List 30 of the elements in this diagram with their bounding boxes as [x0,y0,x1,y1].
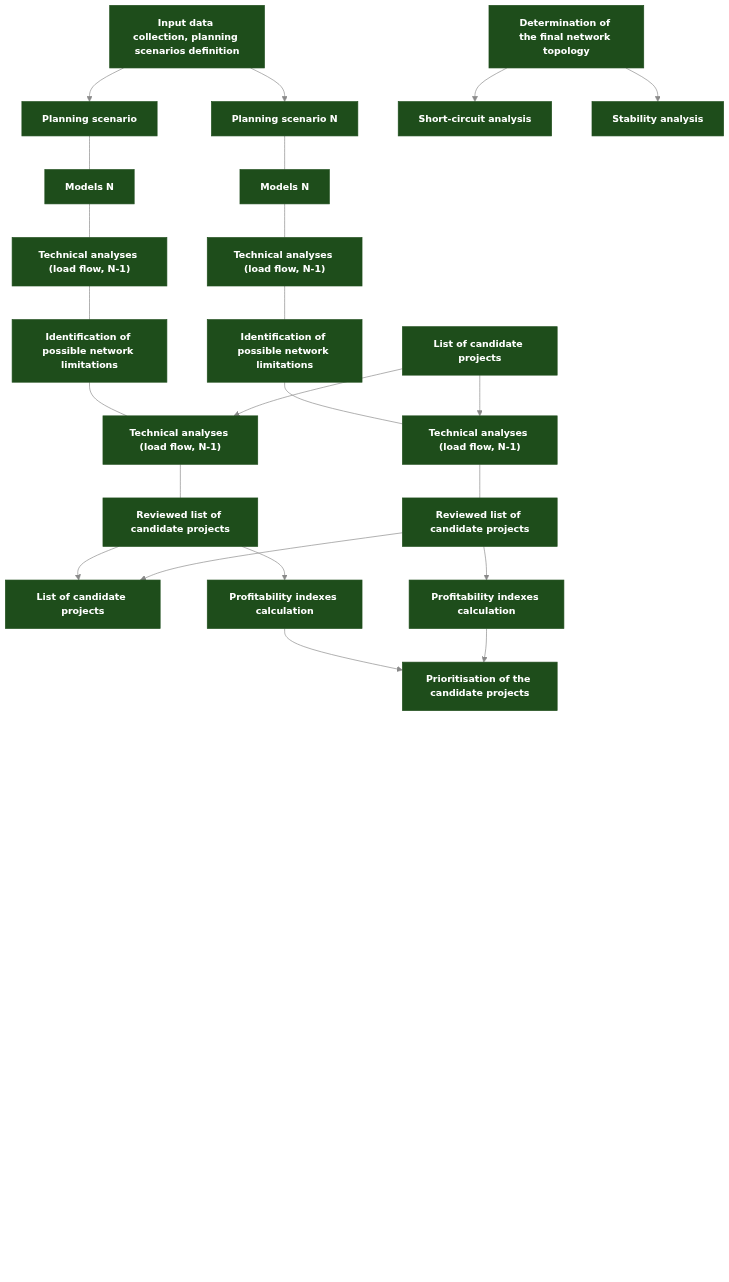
node-box: List of candidate projects [5,579,161,629]
connector [89,285,90,320]
connector [89,135,90,170]
connector [284,135,285,170]
node-box: Technical analyses (load flow, N-1) [206,237,363,287]
node-box: Models N [239,169,330,205]
connector [284,381,403,425]
node-box: Input data collection, planning scenarios definition [109,5,265,69]
node-box: Reviewed list of candidate projects [402,497,558,547]
node-box: Technical analyses (load flow, N-1) [102,415,259,465]
node-box: Profitability indexes calculation [206,579,363,629]
connector [479,463,481,499]
node-box: Planning scenario [21,101,158,137]
node-box: Identification of possible network limitations [206,319,363,383]
node-box: Stability analysis [591,101,724,137]
node-box: Prioritisation of the candidate projects [402,661,558,711]
node-box: Technical analyses (load flow, N-1) [11,237,168,287]
connector [284,285,285,320]
node-box: Models N [44,169,135,205]
node-box: Technical analyses (load flow, N-1) [402,415,558,465]
node-box: Planning scenario N [211,101,359,137]
node-box: Reviewed list of candidate projects [102,497,259,547]
connector [180,463,181,499]
node-box: Identification of possible network limitations [11,319,168,383]
node-box: Short-circuit analysis [397,101,552,137]
node-box: Determination of the final network topology [488,5,645,69]
connector [284,203,285,238]
connector [89,203,90,238]
node-box: List of candidate projects [402,326,558,376]
node-box: Profitability indexes calculation [408,579,565,629]
